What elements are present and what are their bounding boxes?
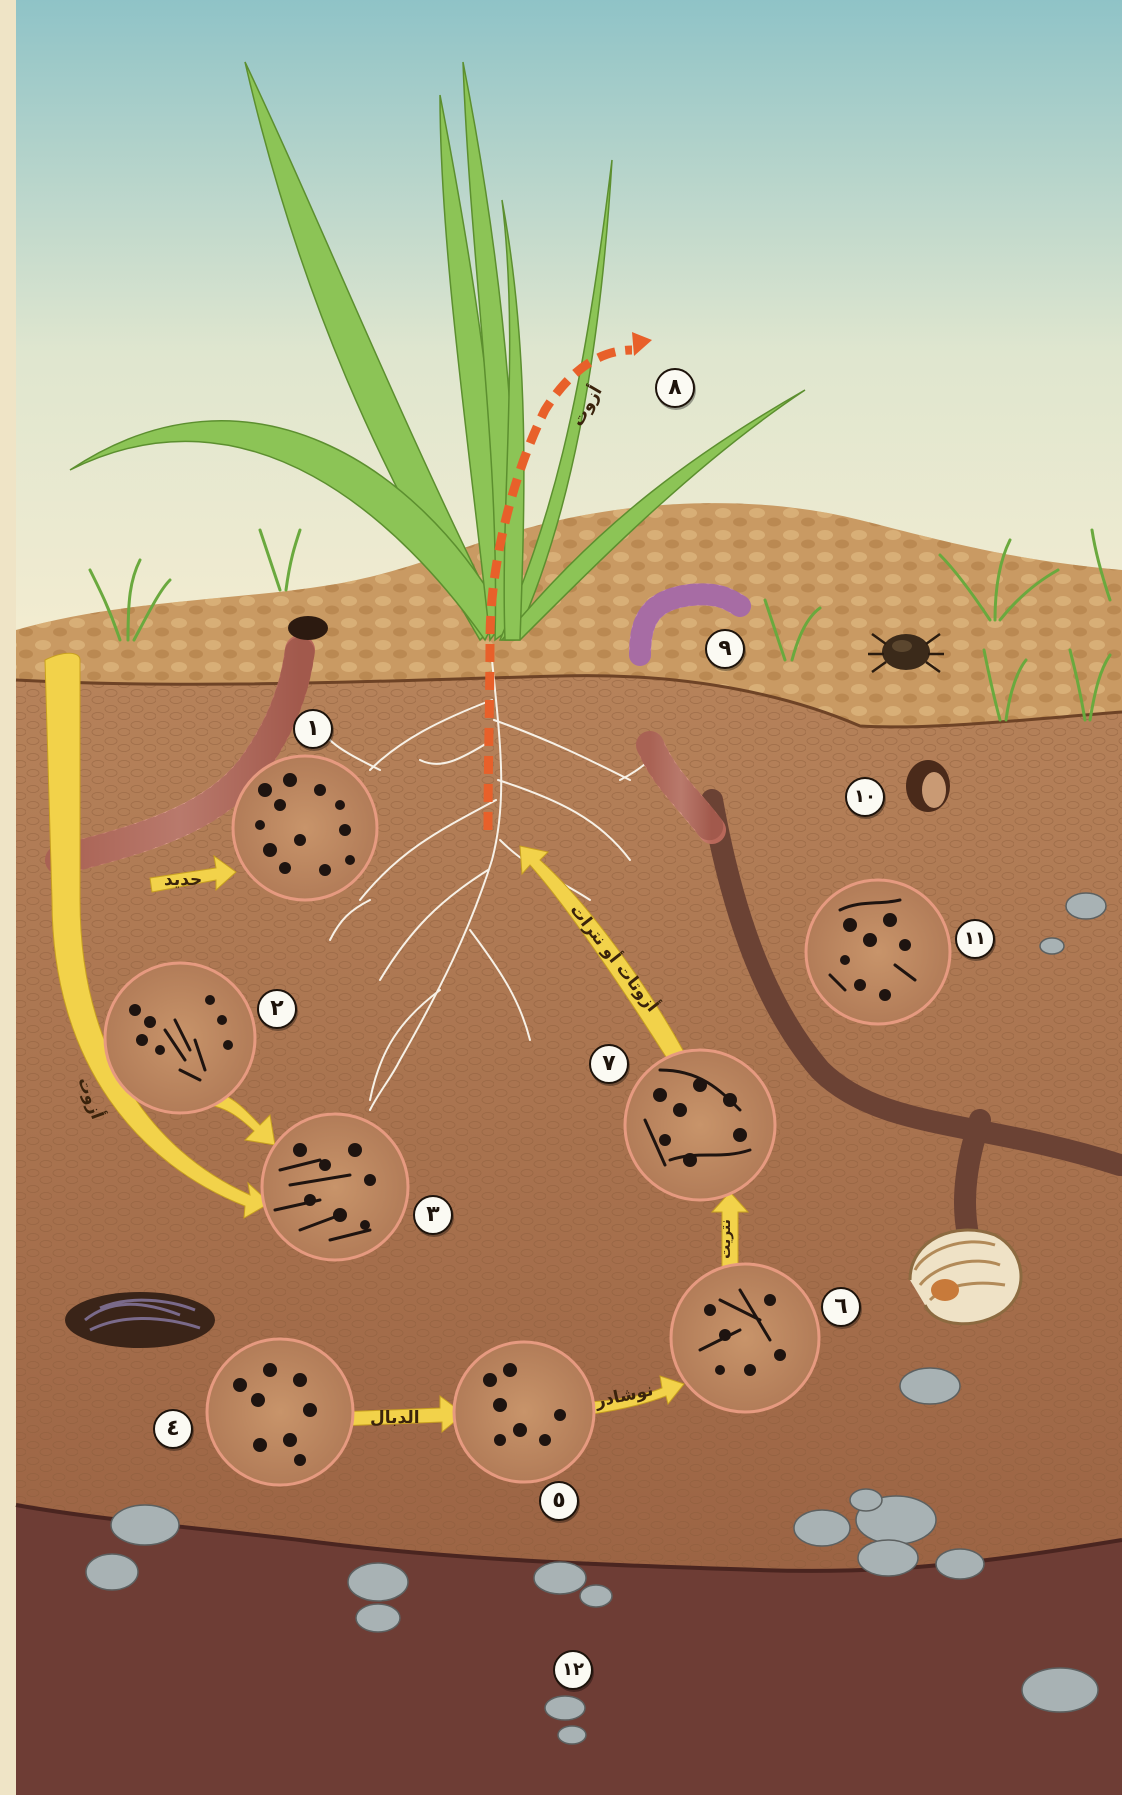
- callout-7: ٧: [589, 1044, 629, 1084]
- callout-11: ١١: [955, 919, 995, 959]
- decaying-matter: [65, 1292, 215, 1348]
- callout-4: ٤: [153, 1409, 193, 1449]
- callout-10: ١٠: [845, 777, 885, 817]
- callout-12: ١٢: [553, 1650, 593, 1690]
- callout-6: ٦: [821, 1287, 861, 1327]
- beetle: [868, 634, 944, 672]
- worm-hole: [288, 616, 328, 640]
- label-nitrites: نتريت: [719, 1219, 733, 1259]
- label-humus: الدبال: [370, 1410, 420, 1427]
- callout-5: ٥: [539, 1481, 579, 1521]
- microbe-circle-6: [671, 1264, 819, 1412]
- page-margin: [0, 0, 16, 1795]
- microbe-circle-1: [233, 756, 377, 900]
- callout-2: ٢: [257, 989, 297, 1029]
- microbe-circle-4: [207, 1339, 353, 1485]
- callout-3: ٣: [413, 1195, 453, 1235]
- microbe-circle-5: [454, 1342, 594, 1482]
- grub-larva: [910, 1230, 1021, 1324]
- microbe-circle-2: [105, 963, 255, 1113]
- callout-1: ١: [293, 709, 333, 749]
- label-iron: حديد: [164, 872, 202, 889]
- callout-9: ٩: [705, 629, 745, 669]
- callout-8: ٨: [655, 368, 695, 408]
